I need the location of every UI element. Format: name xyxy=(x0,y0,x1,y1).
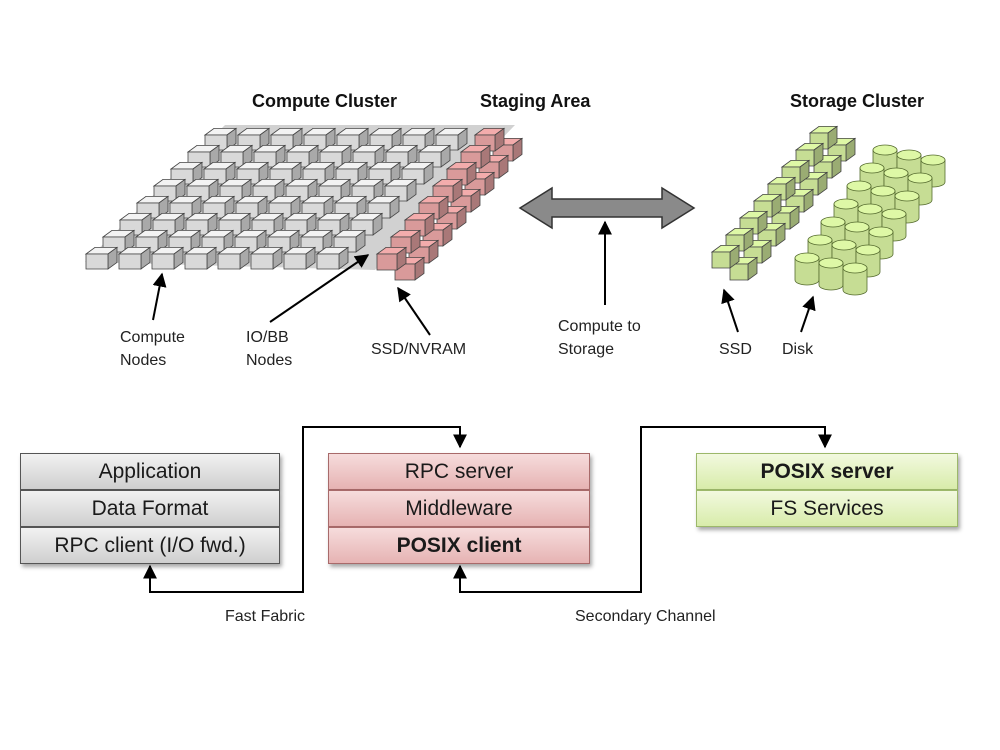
fast-fabric-link xyxy=(149,426,467,593)
compute-cluster xyxy=(84,125,515,270)
storage-ssd-node xyxy=(752,193,783,218)
storage-ssd-node xyxy=(728,256,759,281)
compute-node xyxy=(218,178,253,202)
disk-arrow xyxy=(800,295,816,333)
io-bb-nodes-label: IO/BB Nodes xyxy=(246,329,293,369)
application-layer: Application xyxy=(20,453,280,490)
storage-disk-node-top xyxy=(883,167,909,179)
compute-nodes-arrow xyxy=(152,272,167,321)
compute-node xyxy=(203,127,238,151)
storage-disk-node-top xyxy=(857,203,883,215)
fast-fabric-label: Fast Fabric xyxy=(225,608,305,625)
storage-disk-node-top xyxy=(833,198,859,210)
storage-ssd-node xyxy=(784,188,815,213)
compute-node-front xyxy=(184,253,208,270)
compute-node-front xyxy=(85,253,109,270)
ssd-nvram-label: SSD/NVRAM xyxy=(371,341,466,358)
compute-node xyxy=(117,246,152,270)
storage-ssd-node-front xyxy=(711,251,731,269)
data-format-layer: Data Format xyxy=(20,490,280,527)
compute-node-front xyxy=(316,253,340,270)
compute-node-front xyxy=(250,253,274,270)
compute-node xyxy=(251,178,286,202)
storage-disk-node-top xyxy=(872,144,898,156)
middleware-layer: Middleware xyxy=(328,490,590,527)
storage-cluster-title: Storage Cluster xyxy=(790,91,924,111)
staging-nodes-group xyxy=(375,127,524,281)
compute-node-front xyxy=(283,253,307,270)
compute-node-front xyxy=(118,253,142,270)
compute-node xyxy=(217,212,252,236)
staging-node xyxy=(445,161,478,186)
staging-node xyxy=(431,178,464,203)
compute-node xyxy=(150,246,185,270)
storage-disk-node-top xyxy=(794,252,820,264)
compute-cluster-title: Compute Cluster xyxy=(252,91,397,111)
compute-node xyxy=(350,178,385,202)
storage-disk-node-top xyxy=(881,208,907,220)
rpc-server-layer: RPC server xyxy=(328,453,590,490)
storage-disk-node-top xyxy=(831,239,857,251)
staging-node-front xyxy=(376,253,398,271)
posix-client-layer: POSIX client xyxy=(328,527,590,564)
secondary-channel-link xyxy=(459,426,832,593)
storage-disk-node-top xyxy=(842,262,868,274)
compute-node xyxy=(282,246,317,270)
storage-disk-group xyxy=(794,144,946,296)
storage-ssd-node-front xyxy=(729,263,749,281)
compute-node xyxy=(284,178,319,202)
storage-disk-node-body xyxy=(842,267,868,296)
storage-disk-node-top xyxy=(818,257,844,269)
staging-node xyxy=(375,246,408,271)
secondary-channel-label: Secondary Channel xyxy=(575,608,716,625)
storage-disk-node xyxy=(818,257,844,291)
storage-disk-node-top xyxy=(846,180,872,192)
compute-node xyxy=(101,229,136,253)
fs-services-layer: FS Services xyxy=(696,490,958,527)
storage-disk-node xyxy=(794,252,820,286)
disk-label: Disk xyxy=(782,341,814,358)
storage-disk-node-top xyxy=(855,244,881,256)
compute-nodes-group xyxy=(84,127,469,270)
storage-disk-node-top xyxy=(907,172,933,184)
compute-nodes-label: Compute Nodes xyxy=(120,329,189,369)
compute-node xyxy=(84,246,119,270)
posix-server-layer: POSIX server xyxy=(696,453,958,490)
storage-ssd-group xyxy=(710,125,857,281)
compute-node xyxy=(235,161,270,185)
io-bb-nodes-arrow xyxy=(269,254,370,323)
storage-ssd-node xyxy=(710,244,741,269)
storage-disk-node-top xyxy=(859,162,885,174)
compute-node xyxy=(219,144,254,168)
storage-disk-node-top xyxy=(844,221,870,233)
compute-storage-double-arrow xyxy=(518,186,696,230)
compute-node-front xyxy=(151,253,175,270)
staging-area-title: Staging Area xyxy=(480,91,591,111)
compute-node xyxy=(169,161,204,185)
ssd-label: SSD xyxy=(719,341,752,358)
storage-disk-node-top xyxy=(868,226,894,238)
storage-disk-node-top xyxy=(820,216,846,228)
storage-disk-node xyxy=(842,262,868,296)
compute-node xyxy=(249,246,284,270)
compute-node-front xyxy=(217,253,241,270)
ssd-nvram-arrow xyxy=(397,286,431,336)
storage-disk-node-top xyxy=(870,185,896,197)
staging-node xyxy=(473,127,506,152)
compute-node xyxy=(200,229,235,253)
compute-node xyxy=(202,161,237,185)
storage-disk-node-top xyxy=(896,149,922,161)
rpc-client-layer: RPC client (I/O fwd.) xyxy=(20,527,280,564)
compute-node xyxy=(152,178,187,202)
storage-disk-node-top xyxy=(894,190,920,202)
storage-disk-node-top xyxy=(920,154,946,166)
compute-to-storage-label: Compute to Storage xyxy=(558,318,645,358)
compute-node xyxy=(315,246,350,270)
compute-node xyxy=(183,246,218,270)
compute-node xyxy=(216,246,251,270)
ssd-arrow xyxy=(721,288,739,333)
compute-node xyxy=(299,229,334,253)
storage-disk-node-top xyxy=(807,234,833,246)
